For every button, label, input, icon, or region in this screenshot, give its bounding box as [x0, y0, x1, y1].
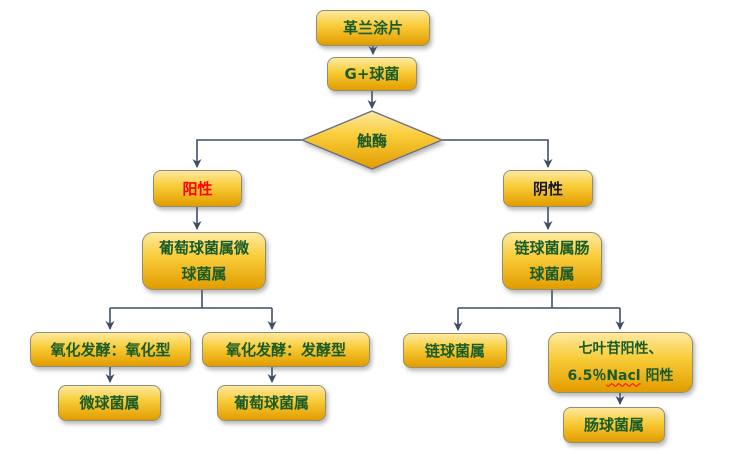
- node-catalase-negative-label: 阴性: [532, 179, 563, 198]
- connector-catalase-negative: [442, 139, 553, 168]
- node-staphylococcus-label: 葡萄球菌属: [233, 394, 309, 412]
- node-streptococcus: 链球菌属: [403, 333, 507, 368]
- node-staph-micro-line2: 球菌属: [181, 265, 227, 283]
- node-catalase-positive: 阳性: [153, 170, 242, 207]
- node-esculin-nacl: 七叶苷阳性、 6.5％Nacl 阳性: [548, 332, 693, 393]
- node-strep-entero-line1: 链球菌属肠: [514, 239, 590, 257]
- node-of-oxidative: 氧化发酵：氧化型: [30, 332, 191, 367]
- node-gram-smear-label: 革兰涂片: [342, 19, 403, 37]
- node-micrococcus-label: 微球菌属: [79, 394, 140, 412]
- node-of-fermentative: 氧化发酵：发酵型: [202, 332, 370, 367]
- node-staphylococcus: 葡萄球菌属: [217, 385, 326, 421]
- node-g-cocci-label: G+球菌: [344, 65, 400, 83]
- node-catalase-positive-label: 阳性: [182, 179, 213, 198]
- node-catalase-label: 触酶: [356, 131, 387, 150]
- node-staph-micro-line1: 葡萄球菌属微: [158, 239, 249, 257]
- catalase-diamond: [300, 110, 444, 170]
- node-esculin-nacl-line2: 6.5％Nacl 阳性: [568, 363, 674, 390]
- node-strep-entero: 链球菌属肠 球菌属: [502, 232, 602, 290]
- connector-catalase-positive: [192, 139, 302, 168]
- node-strep-entero-line2: 球菌属: [529, 265, 575, 283]
- nacl-misspelled-word: Nacl: [606, 367, 641, 384]
- node-catalase-negative: 阴性: [503, 170, 593, 207]
- node-catalase: 触酶: [302, 111, 442, 169]
- node-staph-micro: 葡萄球菌属微 球菌属: [142, 232, 266, 290]
- node-of-fermentative-label: 氧化发酵：发酵型: [225, 340, 346, 359]
- node-streptococcus-label: 链球菌属: [424, 341, 485, 360]
- nacl-suffix: 阳性: [640, 367, 674, 384]
- node-esculin-nacl-line1: 七叶苷阳性、: [578, 340, 663, 357]
- nacl-prefix: 6.5％: [567, 367, 607, 384]
- node-enterococcus-label: 肠球菌属: [583, 416, 644, 434]
- node-of-oxidative-label: 氧化发酵：氧化型: [50, 340, 171, 359]
- node-micrococcus: 微球菌属: [58, 385, 161, 421]
- node-g-cocci: G+球菌: [327, 57, 417, 91]
- node-enterococcus: 肠球菌属: [563, 407, 665, 443]
- node-gram-smear: 革兰涂片: [316, 10, 430, 46]
